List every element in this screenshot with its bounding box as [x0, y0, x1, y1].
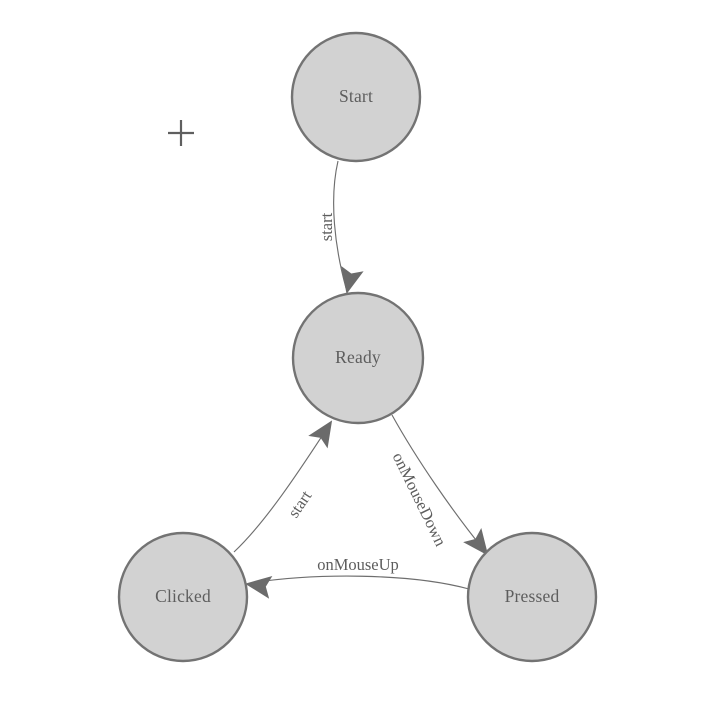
edges-layer [233, 160, 485, 590]
edge-clicked-to-ready [233, 426, 329, 553]
arrowhead-ready-to-pressed [463, 528, 489, 556]
edge-label-ready-to-pressed: onMouseDown [389, 449, 451, 549]
node-circle-start[interactable] [290, 31, 422, 163]
node-label-clicked: Clicked [155, 586, 211, 606]
cross-marker [168, 120, 194, 146]
node-pressed[interactable]: Pressed [466, 531, 598, 663]
arrowhead-start-to-ready [341, 266, 364, 294]
edge-label-clicked-to-ready: start [284, 487, 316, 522]
edge-label-start-to-ready: start [317, 212, 336, 241]
node-clicked[interactable]: Clicked [117, 531, 249, 663]
node-circle-pressed[interactable] [466, 531, 598, 663]
arrowhead-clicked-to-ready [308, 420, 333, 449]
edge-label-pressed-to-clicked: onMouseUp [317, 555, 399, 574]
node-circle-ready[interactable] [291, 291, 425, 425]
node-label-pressed: Pressed [505, 586, 560, 606]
node-circle-clicked[interactable] [117, 531, 249, 663]
edge-pressed-to-clicked [250, 575, 470, 590]
edge-ready-to-pressed [391, 414, 485, 551]
node-label-ready: Ready [335, 347, 381, 367]
node-label-start: Start [339, 86, 373, 106]
arrowheads-layer [245, 266, 489, 599]
arrowhead-pressed-to-clicked [245, 575, 273, 599]
node-ready[interactable]: Ready [291, 291, 425, 425]
edge-start-to-ready [333, 160, 347, 289]
markers-layer [168, 120, 194, 146]
node-start[interactable]: Start [290, 31, 422, 163]
